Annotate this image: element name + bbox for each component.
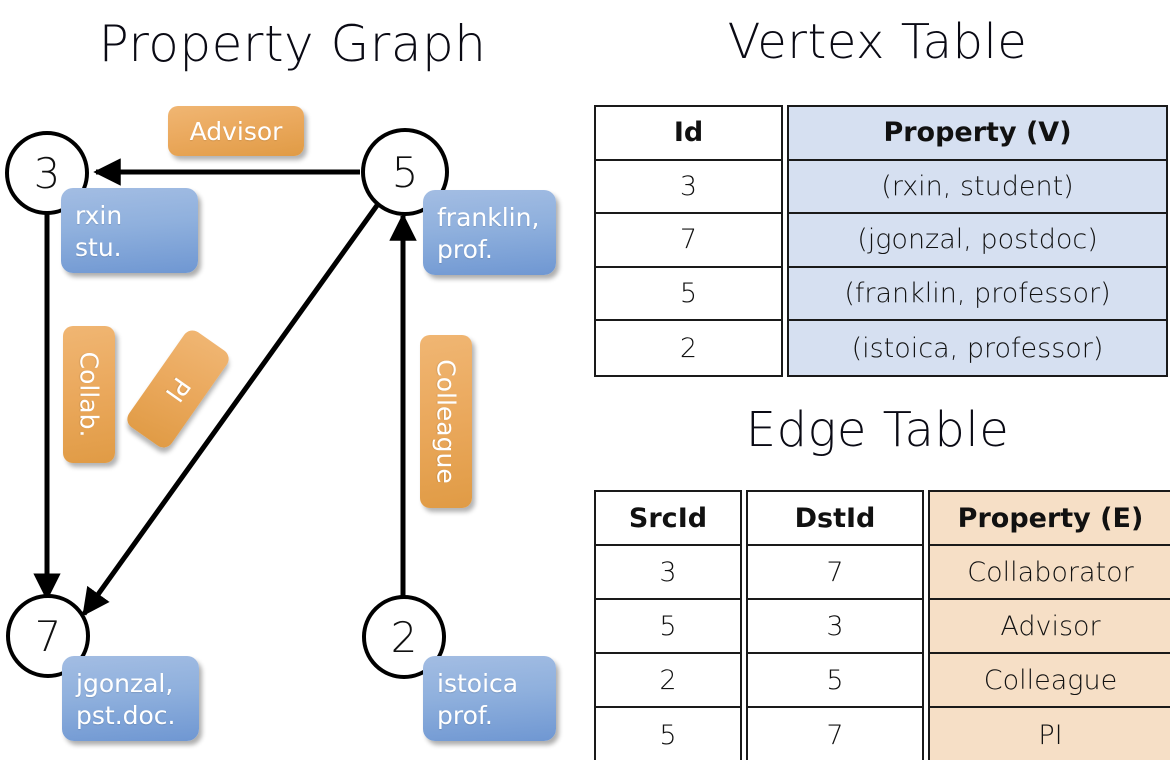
node-property-box-3[interactable]: rxin stu. bbox=[61, 188, 198, 273]
edge-table-cell-dstid: 3 bbox=[748, 600, 922, 654]
node-property-box-5[interactable]: franklin, prof. bbox=[423, 190, 556, 275]
node-property-box-2[interactable]: istoica prof. bbox=[423, 656, 556, 741]
vertex-table-cell-id: 2 bbox=[679, 332, 698, 364]
vertex-table-title: Vertex Table bbox=[727, 14, 1028, 70]
vertex-table-cell-property: (jgonzal, postdoc) bbox=[789, 214, 1166, 268]
edge-table-header-property: Property (E) bbox=[930, 492, 1170, 546]
edge-5-to-7 bbox=[81, 202, 381, 617]
vertex-table-id-column: Id 3 7 5 2 bbox=[594, 105, 783, 377]
vertex-table-cell-id: 7 bbox=[596, 214, 781, 268]
property-graph-title: Property Graph bbox=[98, 15, 487, 73]
edge-label-text: Collab. bbox=[74, 351, 104, 438]
edge-label-collab[interactable]: Collab. bbox=[63, 326, 115, 463]
vertex-table-cell-id: 3 bbox=[596, 161, 781, 215]
vertex-table-cell-property: (istoica, professor) bbox=[789, 321, 1166, 375]
edge-table-cell-property: Collaborator bbox=[930, 546, 1170, 600]
edge-table-cell-property: Colleague bbox=[930, 654, 1170, 708]
edge-table-cell-dstid: 7 bbox=[826, 719, 844, 751]
edge-label-advisor[interactable]: Advisor bbox=[168, 106, 304, 156]
edge-table-header-srcid: SrcId bbox=[596, 492, 740, 546]
edge-label-text: Colleague bbox=[431, 359, 461, 484]
property-graph-diagram: 3 5 7 2 rxin stu. franklin, prof. jgonza… bbox=[5, 106, 556, 741]
edge-table-property-column: Property (E) Collaborator Advisor Collea… bbox=[928, 490, 1170, 760]
node-property-line-1: rxin bbox=[75, 201, 123, 230]
node-property-line-1: jgonzal, bbox=[76, 669, 174, 698]
edge-table-cell-dstid: 5 bbox=[748, 654, 922, 708]
graph-node-2[interactable]: 2 bbox=[362, 595, 446, 679]
vertex-table-cell-property: (franklin, professor) bbox=[789, 267, 1166, 322]
edge-table-cell-dstid: 7 bbox=[748, 546, 922, 600]
node-property-line-2: stu. bbox=[75, 233, 122, 262]
edge-table-cell-property: Advisor bbox=[930, 600, 1170, 654]
edge-table-cell-srcid: 3 bbox=[596, 546, 740, 600]
edge-table-header-dstid: DstId bbox=[748, 492, 922, 546]
node-property-line-2: prof. bbox=[437, 235, 493, 264]
edge-label-text: Advisor bbox=[189, 116, 283, 146]
node-property-line-2: pst.doc. bbox=[76, 701, 176, 730]
node-property-line-1: istoica bbox=[437, 669, 519, 698]
node-property-box-7[interactable]: jgonzal, pst.doc. bbox=[62, 656, 199, 741]
graph-edges-svg bbox=[33, 158, 417, 617]
vertex-table-cell-id: 5 bbox=[596, 268, 781, 322]
edge-table-cell-property: PI bbox=[930, 708, 1170, 760]
vertex-table-header-property: Property (V) bbox=[789, 107, 1166, 161]
edge-label-text: PI bbox=[159, 371, 197, 407]
node-property-line-1: franklin, bbox=[437, 203, 540, 232]
vertex-table-header-id: Id bbox=[596, 107, 781, 161]
edge-table-cell-srcid: 2 bbox=[596, 654, 740, 708]
edge-label-colleague[interactable]: Colleague bbox=[420, 335, 472, 508]
vertex-table-property-column: Property (V) (rxin, student) (jgonzal, p… bbox=[787, 105, 1168, 377]
vertex-table-cell-property: (rxin, student) bbox=[789, 160, 1166, 215]
edge-table-cell-srcid: 5 bbox=[596, 600, 740, 654]
edge-table-title: Edge Table bbox=[745, 402, 1010, 458]
edge-table-dstid-column: DstId 7 3 5 7 bbox=[746, 490, 924, 760]
edge-table: SrcId 3 5 2 5 DstId 7 3 5 7 Property (E)… bbox=[594, 490, 1170, 760]
edge-table-srcid-column: SrcId 3 5 2 5 bbox=[594, 490, 742, 760]
node-property-line-2: prof. bbox=[437, 701, 493, 730]
edge-table-cell-srcid: 5 bbox=[659, 719, 677, 751]
vertex-table: Id 3 7 5 2 Property (V) (rxin, student) … bbox=[594, 105, 1168, 377]
